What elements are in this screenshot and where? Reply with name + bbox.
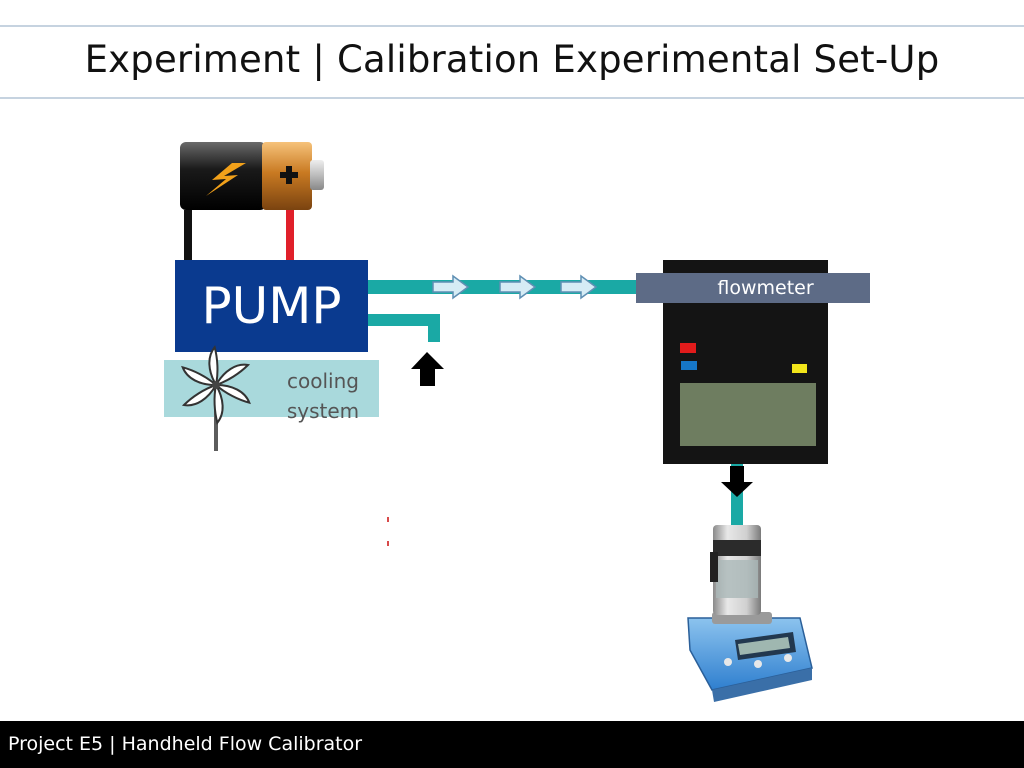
inlet-tube-down	[428, 314, 440, 342]
slide-title: Experiment | Calibration Experimental Se…	[84, 38, 940, 81]
flowmeter-display	[680, 383, 816, 446]
cooling-panel	[164, 360, 379, 417]
footer-bar: Project E5 | Handheld Flow Calibrator	[0, 721, 1024, 768]
inlet-tube	[368, 314, 440, 326]
mark	[387, 541, 389, 546]
footer-text: Project E5 | Handheld Flow Calibrator	[8, 733, 363, 755]
scale-icon	[687, 525, 813, 702]
title-rule-top	[0, 25, 1024, 27]
black-arrow-icon	[411, 352, 444, 386]
led-red	[680, 343, 696, 353]
red-wire	[286, 210, 294, 262]
flowmeter-band	[636, 273, 870, 303]
lightning-icon	[206, 163, 246, 196]
flow-arrow-icon	[499, 274, 537, 300]
black-wire	[184, 210, 192, 262]
led-yellow	[792, 364, 807, 373]
flowmeter-label: flowmeter	[717, 277, 814, 299]
pump-box	[175, 260, 368, 352]
pump-label: PUMP	[201, 277, 342, 335]
led-blue	[681, 361, 697, 370]
title-rule-bottom	[0, 97, 1024, 99]
cooling-system-label: cooling system	[286, 369, 360, 423]
battery-icon	[180, 142, 324, 210]
flow-arrow-icon	[432, 274, 470, 300]
flow-arrow-icon	[560, 274, 598, 300]
black-arrow-icon	[721, 466, 753, 497]
fan-icon	[181, 345, 251, 451]
mark	[387, 517, 389, 522]
